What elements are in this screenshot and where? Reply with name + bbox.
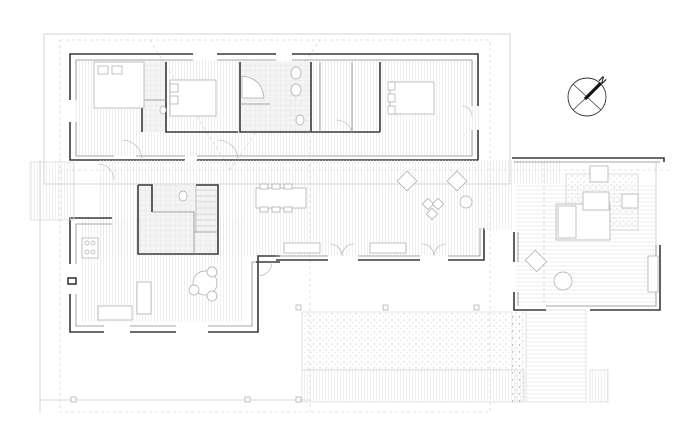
chair [283,206,293,213]
side-table [431,197,445,211]
annex [478,157,665,311]
side-table [425,207,439,221]
post [473,304,480,311]
burner [84,240,90,246]
coffee-table [582,191,610,211]
toilet [295,114,305,126]
annex-stair [514,160,560,184]
corner-bathtub [241,75,265,99]
pillow [387,93,396,103]
sink [290,66,302,80]
pillow [111,65,123,75]
toilet [178,190,188,202]
burner [90,240,96,246]
chair [283,183,293,190]
bed-3 [389,81,435,115]
post [295,304,302,311]
round-side-table [459,195,473,209]
pillow [169,83,179,93]
door-swing [461,105,473,117]
door-swing [257,261,273,277]
pillow [97,65,109,75]
door-swing [217,139,239,161]
gravel-strip [512,312,526,402]
post [70,396,77,403]
sideboard [647,255,659,293]
chair [188,284,200,296]
sofa-seat [557,205,577,239]
kitchen-island [136,281,152,315]
pillow [387,105,396,115]
living-wing [29,160,485,403]
deck [301,369,525,403]
chair [206,290,218,302]
bathroom-1-tiles [142,62,166,132]
terrace [301,309,609,403]
armchair [446,170,468,192]
armchair [589,165,609,183]
bench [369,242,407,254]
chair [271,206,281,213]
armchair [524,249,548,273]
stair [196,189,216,227]
bedroom-wing [69,53,480,161]
steps [589,369,609,403]
armchair [396,170,418,192]
double-door [421,243,447,257]
north-arrow: N [567,74,609,117]
pillow [387,81,396,91]
entry-porch [29,161,75,221]
sink [290,83,302,97]
north-arrow-needle [583,81,603,101]
cooktop [81,237,99,259]
burner [84,249,90,255]
north-label: N [597,74,609,86]
post [295,396,302,403]
chair [259,206,269,213]
bench [283,242,321,254]
post [382,304,389,311]
door-swing [121,139,143,161]
pillow [169,95,179,105]
burner [90,249,96,255]
dining-table [255,187,307,209]
north-arrow-circle [567,77,607,117]
round-table [553,271,573,291]
post [244,396,251,403]
armchair [621,193,639,209]
pier [67,277,77,285]
toilet [159,105,167,115]
door-swing [97,163,115,181]
chair [271,183,281,190]
double-door [329,243,355,257]
kitchen-sink [97,305,133,321]
side-table [421,197,435,211]
door-swing [335,119,353,133]
deck-boardwalk [525,309,587,403]
chair [206,266,218,278]
chair [259,183,269,190]
